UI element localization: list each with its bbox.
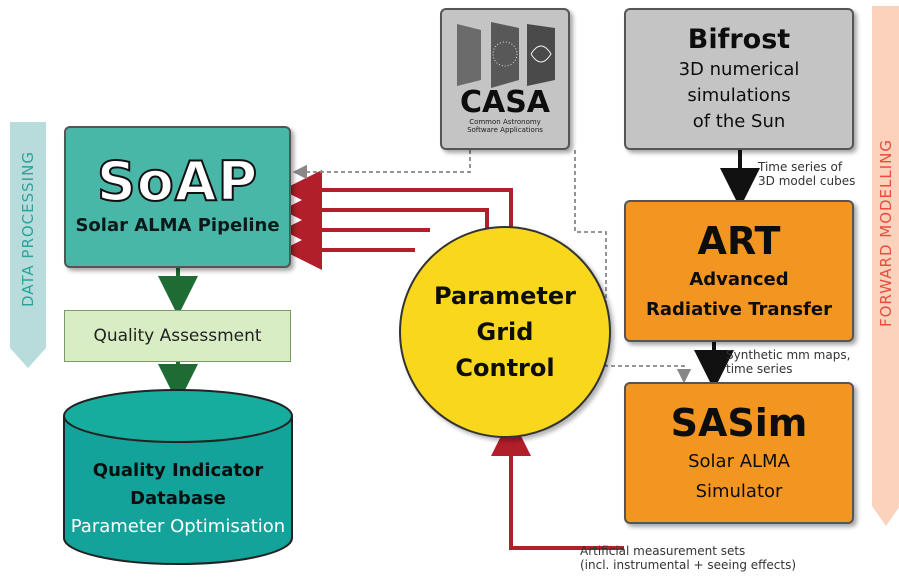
art-title: ART <box>697 219 781 263</box>
parameter-grid-line-3: Control <box>455 354 555 382</box>
database-text: Quality Indicator Database Parameter Opt… <box>64 450 292 548</box>
bifrost-line-1: 3D numerical <box>678 59 800 80</box>
bifrost-box: Bifrost 3D numerical simulations of the … <box>624 8 854 150</box>
casa-name: CASA <box>459 85 551 120</box>
casa-subtitle-2: Software Applications <box>467 126 543 134</box>
red-return-arrow <box>491 416 624 550</box>
sasim-output-annotation-2: (incl. instrumental + seeing effects) <box>580 558 797 572</box>
art-sasim-annotation-1: Synthetic mm maps, <box>726 348 851 362</box>
quality-assessment-label: Quality Assessment <box>93 326 262 346</box>
bifrost-art-annotation-1: Time series of <box>758 160 843 174</box>
casa-subtitle-1: Common Astronomy <box>469 118 541 126</box>
forward-modelling-banner-shape <box>872 6 899 526</box>
soap-box: SoAP Solar ALMA Pipeline <box>64 126 291 268</box>
bifrost-art-annotation: Time series of 3D model cubes <box>758 160 868 188</box>
parameter-grid-line-2: Grid <box>476 318 534 346</box>
casa-box: CASA Common Astronomy Software Applicati… <box>440 8 570 150</box>
art-line-1: Advanced <box>689 269 789 290</box>
parameter-grid-line-1: Parameter <box>433 282 577 310</box>
bifrost-art-annotation-2: 3D model cubes <box>758 174 856 188</box>
red-arrow-1 <box>282 170 513 232</box>
bifrost-title: Bifrost <box>687 24 791 55</box>
art-sasim-annotation-2: time series <box>726 362 793 376</box>
grey-dashed-casa-soap <box>292 150 471 180</box>
parameter-grid-control: Parameter Grid Control <box>399 226 611 438</box>
bifrost-line-3: of the Sun <box>692 111 786 132</box>
database-line-3: Parameter Optimisation <box>70 516 286 537</box>
sasim-output-annotation-1: Artificial measurement sets <box>580 544 746 558</box>
bifrost-line-2: simulations <box>687 85 791 106</box>
sasim-output-annotation: Artificial measurement sets (incl. instr… <box>580 544 880 572</box>
sasim-box: SASim Solar ALMA Simulator <box>624 382 854 524</box>
sasim-line-1: Solar ALMA <box>688 451 790 472</box>
red-arrow-2 <box>282 190 489 236</box>
art-line-2: Radiative Transfer <box>646 299 832 320</box>
soap-title: Solar ALMA Pipeline <box>75 215 280 236</box>
database-line-1: Quality Indicator <box>92 460 264 481</box>
art-box: ART Advanced Radiative Transfer <box>624 200 854 342</box>
database-line-2: Database <box>130 488 226 509</box>
data-processing-banner-shape <box>10 122 46 368</box>
casa-logo-icon <box>457 22 555 88</box>
forward-modelling-banner: FORWARD MODELLING <box>872 6 899 526</box>
database-cylinder <box>63 389 293 565</box>
data-processing-banner: DATA PROCESSING <box>10 122 46 368</box>
soap-logo: SoAP <box>96 150 259 213</box>
art-sasim-annotation: Synthetic mm maps, time series <box>726 348 866 376</box>
quality-assessment-box: Quality Assessment <box>64 310 291 362</box>
sasim-line-2: Simulator <box>695 481 783 502</box>
sasim-title: SASim <box>670 401 808 445</box>
